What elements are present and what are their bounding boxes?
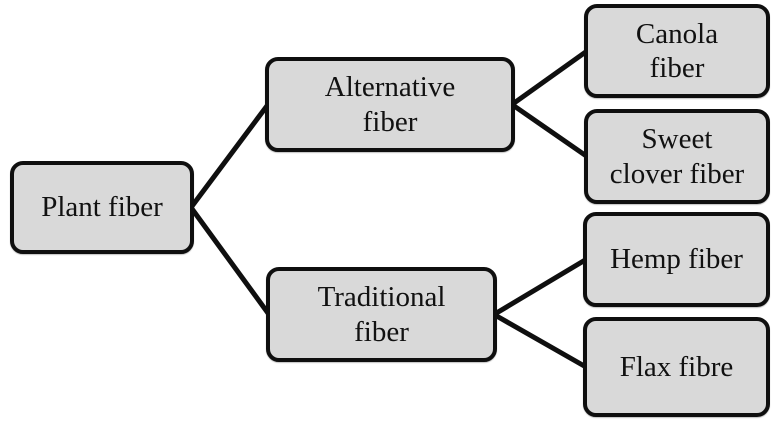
node-traditional-fiber: Traditional fiber — [266, 267, 497, 362]
edge-alternative-fiber-to-sweet-clover-fiber — [509, 102, 590, 159]
node-alternative-fiber: Alternative fiber — [265, 57, 515, 152]
node-plant-fiber: Plant fiber — [10, 161, 194, 254]
node-hemp-fiber: Hemp fiber — [583, 212, 770, 307]
edge-plant-fiber-to-alternative-fiber — [188, 102, 271, 210]
edge-plant-fiber-to-traditional-fiber — [188, 205, 272, 317]
node-flax-fibre: Flax fibre — [583, 317, 770, 417]
edge-traditional-fiber-to-hemp-fiber — [491, 257, 589, 317]
edge-alternative-fiber-to-canola-fiber — [509, 48, 590, 107]
edge-traditional-fiber-to-flax-fibre — [491, 312, 589, 370]
node-sweet-clover-fiber: Sweet clover fiber — [584, 109, 770, 204]
node-canola-fiber: Canola fiber — [584, 4, 770, 98]
